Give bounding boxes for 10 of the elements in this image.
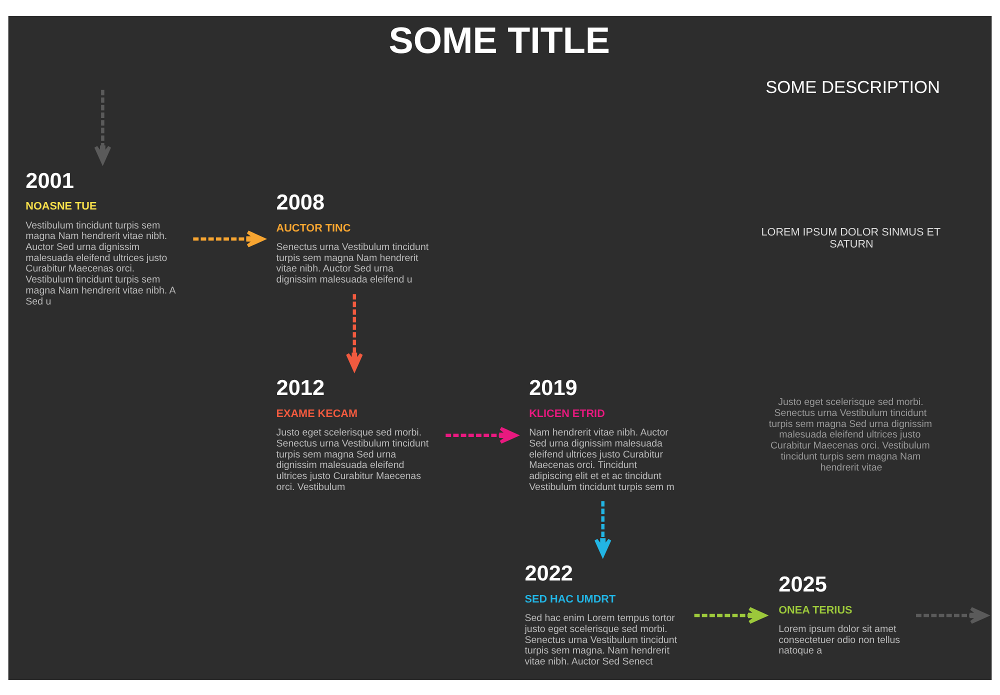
node-text: 2012 EXAME KECAM Justo eget scelerisque sed morbi. Senectus urna Vestibulum tincidunt turpis sem magna Sed urna dignissim malesuada eleifend ultrices justo Curabitur Maecenas orci. Vestibulum xyxy=(276,374,429,492)
node-text: 2019 KLICEN ETRID Nam hendrerit vitae nibh. Auctor Sed urna dignissim malesuada eleifend ultrices justo Curabitur Maecenas orci. Tincidunt adipiscing elit et et ac tincidunt Vestibulum tincidunt turpis sem m xyxy=(529,374,674,492)
node-text: 2001 NOASNE TUE Vestibulum tincidunt turpis sem magna Nam hendrerit vitae nibh. Auctor Sed urna dignissim malesuada eleifend ultrices justo Curabitur Maecenas orci. Vestibulum tincidunt turpis sem magna Nam hendrerit vitae nibh. A Sed u xyxy=(26,167,176,307)
node-text: 2025 ONEA TERIUS Lorem ipsum dolor sit amet consectetuer odio non tellus natoque a xyxy=(778,571,900,656)
node-text: 2022 SED HAC UMDRT Sed hac enim Lorem tempus tortor justo eget scelerisque sed morbi. Senectus urna Vestibulum tincidunt turpis sem magna. Nam hendrerit vitae nibh. Auctor Sed Senect xyxy=(524,560,678,667)
node-text: 2008 AUCTOR TINC Senectus urna Vestibulum tincidunt turpis sem magna Nam hendrerit vitae nibh. Auctor Sed urna dignissim malesuada eleifend u xyxy=(276,189,429,286)
label: SOME DESCRIPTION xyxy=(766,76,940,96)
label: LOREM IPSUM DOLOR SINMUS ET SATURN xyxy=(761,226,941,250)
label: Justo eget scelerisque sed morbi. Senectus urna Vestibulum tincidunt turpis sem magna Sed urna dignissim malesuada eleifend ultrices justo Curabitur Maecenas orci. Vestibulum tincidunt turpis sem magna Nam hendrerit vitae xyxy=(768,396,932,473)
diagram-title: SOME TITLE xyxy=(388,20,610,61)
